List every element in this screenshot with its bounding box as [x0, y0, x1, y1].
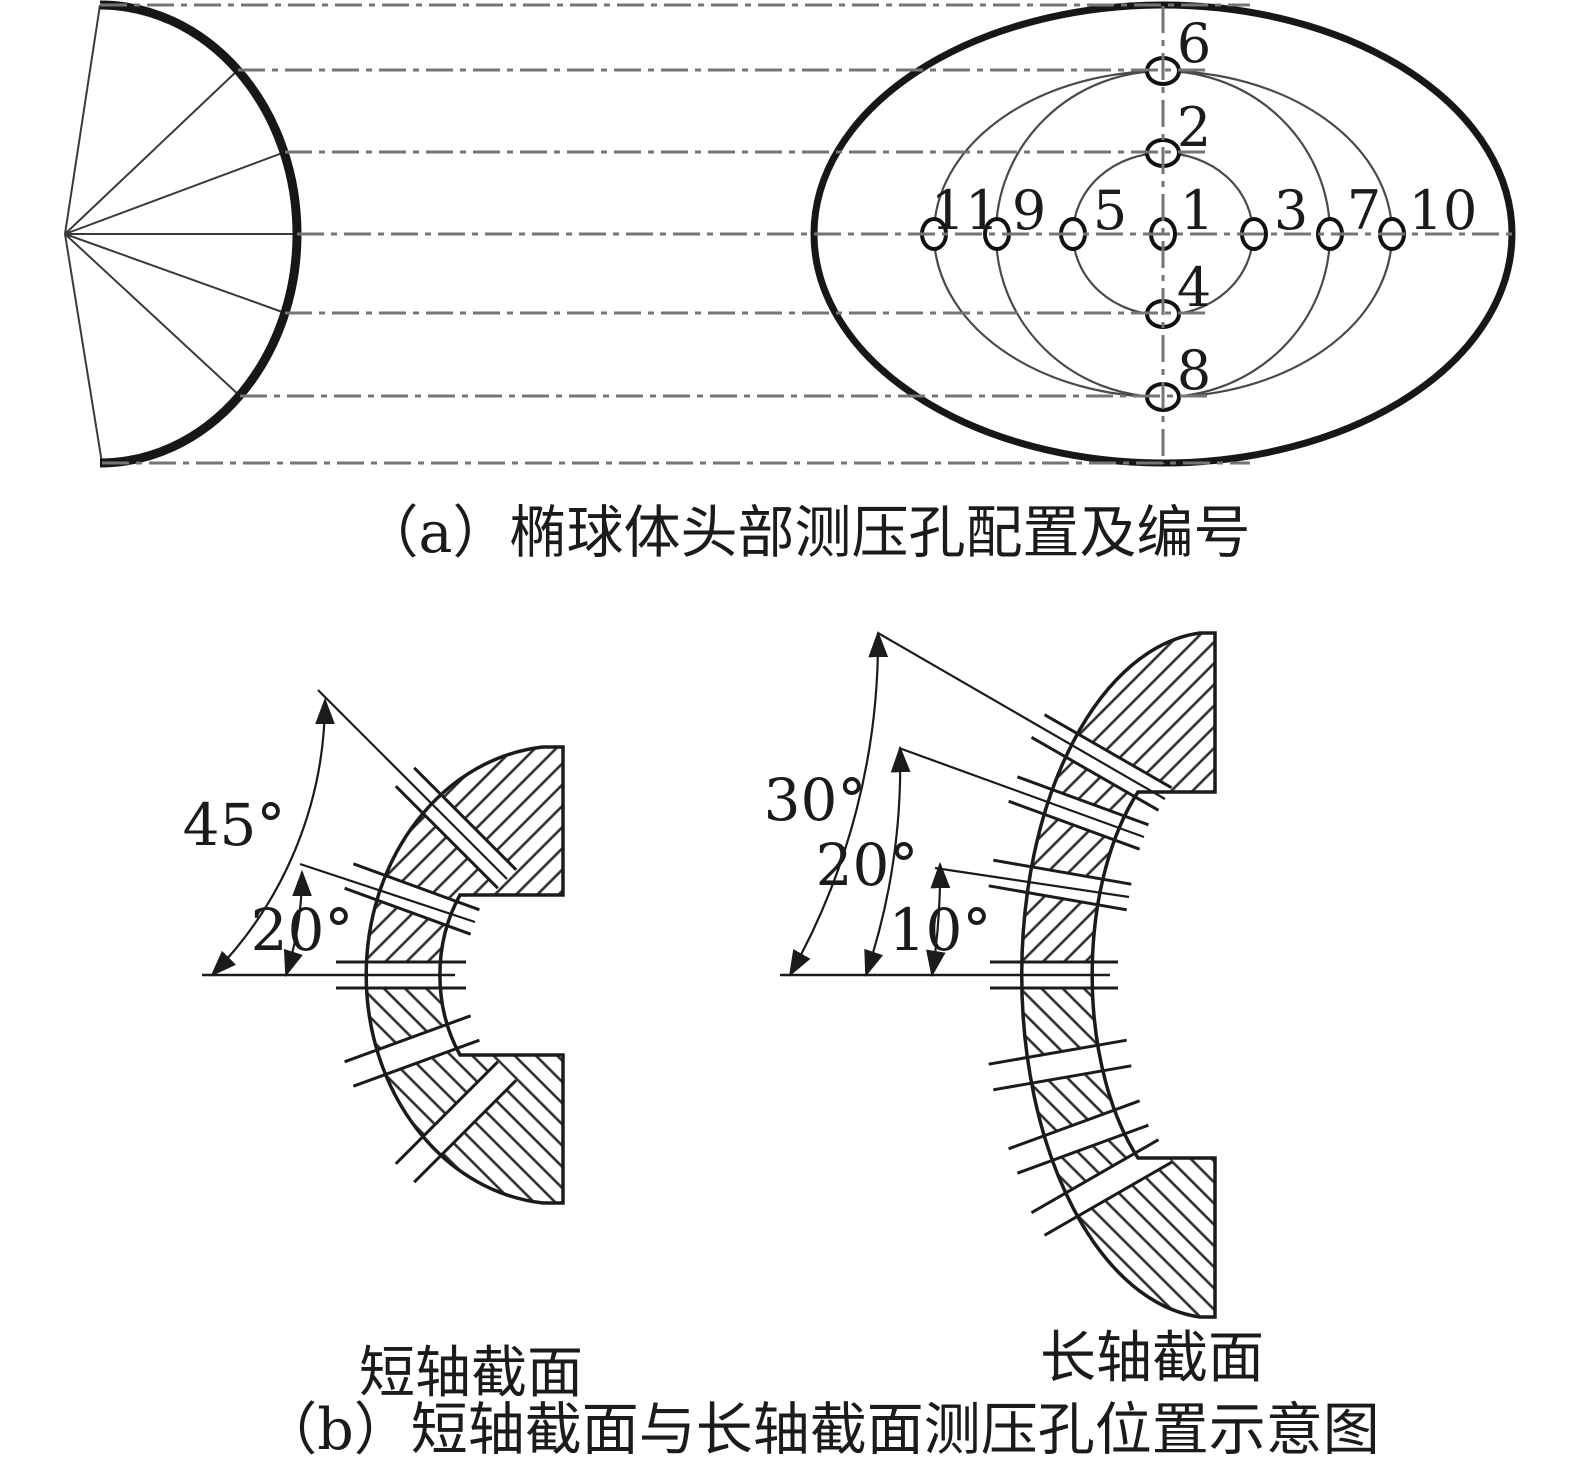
left-45deg-dim-arc	[210, 697, 335, 977]
right-20deg-axis-line	[898, 746, 1145, 839]
right-20deg-dim-arc	[864, 745, 911, 978]
hole-4-label: 4	[1177, 256, 1211, 319]
long-axis-section: 30° 20° 10° 长轴截面	[764, 630, 1264, 1391]
hole-9-label: 9	[1012, 179, 1046, 242]
hole-7-label: 7	[1347, 179, 1381, 242]
hole-5-label: 5	[1093, 179, 1127, 242]
hole-11-label: 11	[931, 179, 1000, 242]
right-section-outline	[1020, 631, 1217, 1319]
left-45deg-axis-line	[317, 689, 508, 880]
right-10deg-axis-line	[934, 866, 1130, 899]
right-30deg-axis-line	[877, 632, 1166, 800]
caption-b: （b）短轴截面与长轴截面测压孔位置示意图	[260, 1397, 1380, 1462]
hole-10-label: 10	[1409, 179, 1478, 242]
right-angle-10-label: 10°	[889, 896, 992, 964]
channel-minus20deg	[344, 1014, 480, 1088]
right-angle-20-label: 20°	[816, 831, 919, 899]
left-angle-45-label: 45°	[183, 791, 286, 859]
channel-minus30deg	[1030, 1138, 1173, 1237]
right-section-title: 长轴截面	[1040, 1326, 1264, 1391]
radiating-lines	[64, 4, 297, 464]
hole-3-label: 3	[1274, 179, 1308, 242]
hole-2-label: 2	[1177, 96, 1211, 159]
left-section-title: 短轴截面	[359, 1341, 583, 1406]
channel-minus20deg-right	[1008, 1099, 1149, 1175]
side-view-head-profile	[64, 0, 302, 468]
short-axis-section: 45° 20° 短轴截面	[183, 689, 583, 1406]
hole-number-labels: 1 2 3 4 5 6 7 8 9 10 11	[931, 12, 1478, 402]
channel-minus45deg	[394, 1060, 518, 1184]
right-angle-30-label: 30°	[764, 766, 867, 834]
right-30deg-dim-arc	[788, 630, 889, 977]
left-section-hatch-upper	[366, 747, 563, 975]
channel-plus10deg	[988, 858, 1132, 912]
right-section-dimensions	[780, 630, 1166, 978]
channel-plus20deg	[344, 862, 480, 936]
left-section-dimensions	[202, 689, 508, 978]
caption-a: （a）椭球体头部测压孔配置及编号	[362, 500, 1251, 566]
channel-minus10deg	[988, 1038, 1132, 1092]
hole-8-label: 8	[1177, 339, 1211, 402]
left-section-hatch-lower	[366, 975, 563, 1203]
hole-6-label: 6	[1177, 12, 1211, 75]
hole-1-label: 1	[1180, 179, 1214, 242]
left-angle-20-label: 20°	[251, 896, 354, 964]
right-10deg-dim-arc	[926, 861, 951, 978]
centerlines	[100, 3, 1512, 465]
left-20deg-dim-arc	[283, 869, 312, 978]
